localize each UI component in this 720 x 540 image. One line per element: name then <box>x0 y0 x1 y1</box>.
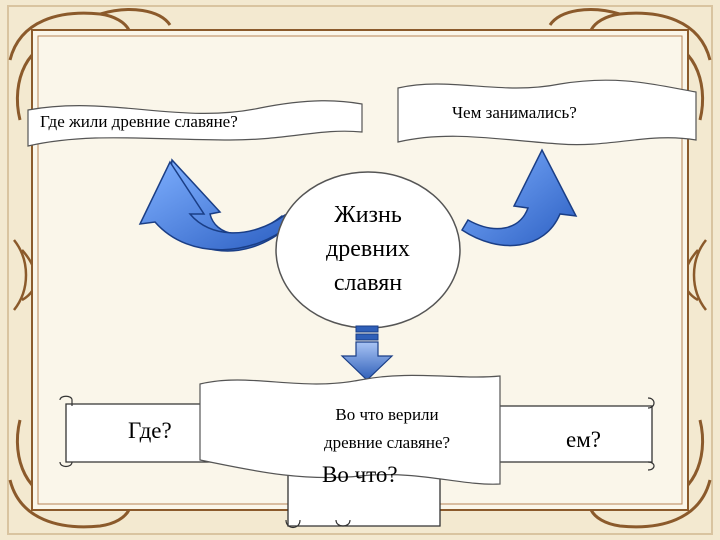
left-arrow-body <box>138 160 291 251</box>
center-title: Жизнь древних славян <box>288 198 448 300</box>
banner-bottom-shape <box>199 374 501 485</box>
banner-right-text: Чем занимались? <box>452 103 577 122</box>
center-line-1: Жизнь <box>334 202 402 228</box>
banner-left-text: Где жили древние славяне? <box>40 112 238 131</box>
banner-bottom-line-2: древние славяне? <box>323 433 451 452</box>
banner-bottom-line-1: Во что верили <box>335 405 439 424</box>
down-arrow-icon <box>340 325 394 381</box>
center-line-3: славян <box>333 270 403 296</box>
scroll-right-text: ем? <box>566 427 601 452</box>
banner-right-shape <box>397 79 697 146</box>
right-curved-arrow-icon <box>460 148 578 247</box>
scroll-middle-text: Во что? <box>322 462 398 487</box>
banner-bottom-text: Во что верили древние славяне? <box>282 401 492 457</box>
scroll-left-text: Где? <box>128 418 172 443</box>
center-line-2: древних <box>326 236 410 262</box>
banner-left-shape <box>27 100 363 147</box>
